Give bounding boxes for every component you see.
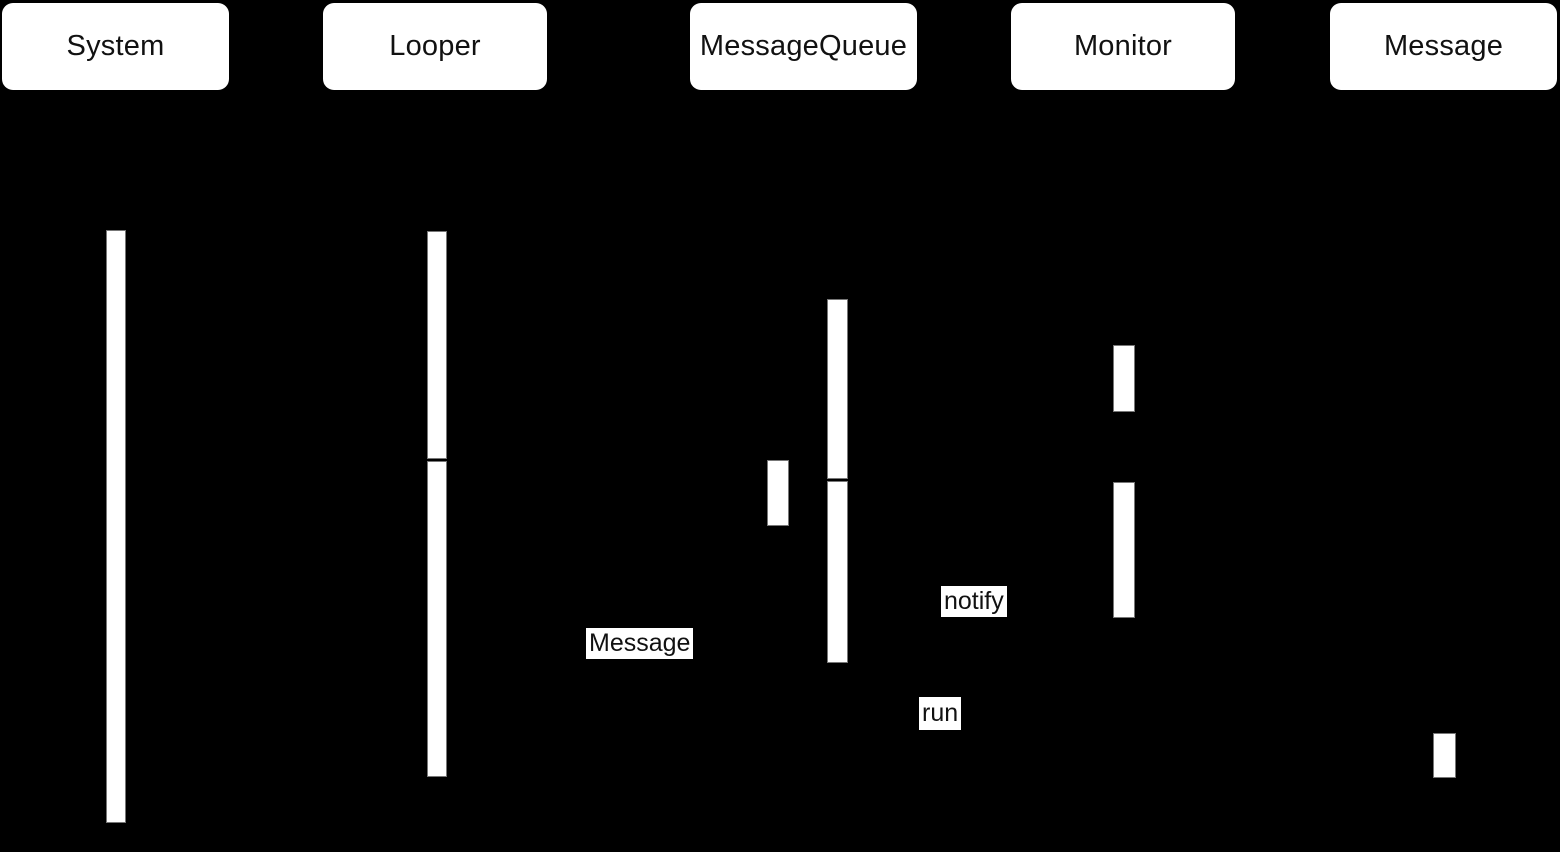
participant-box-monitor: Monitor — [1011, 3, 1235, 90]
activation-bar-messagequeue-nested — [767, 460, 789, 526]
participant-box-looper: Looper — [323, 3, 547, 90]
activation-bar-system — [106, 230, 126, 823]
participant-box-messagequeue: MessageQueue — [690, 3, 917, 90]
message-label-message: Message — [586, 628, 694, 659]
activation-bar-looper-2 — [427, 461, 447, 777]
activation-bar-messagequeue-2 — [827, 481, 848, 663]
activation-bar-monitor-1 — [1113, 345, 1135, 412]
participant-box-message: Message — [1330, 3, 1557, 90]
participant-box-system: System — [2, 3, 229, 90]
participant-label-looper: Looper — [389, 30, 481, 62]
activation-bar-looper-1 — [427, 231, 447, 459]
message-label-run: run — [919, 697, 962, 730]
participant-label-message: Message — [1383, 30, 1504, 62]
participant-label-monitor: Monitor — [1073, 30, 1173, 62]
activation-bar-messagequeue-1 — [827, 299, 848, 479]
activation-bar-monitor-2 — [1113, 482, 1135, 618]
activation-bar-message — [1433, 733, 1456, 778]
message-label-notify: notify — [941, 586, 1007, 617]
participant-label-messagequeue: MessageQueue — [699, 30, 908, 62]
participant-label-system: System — [66, 30, 165, 62]
